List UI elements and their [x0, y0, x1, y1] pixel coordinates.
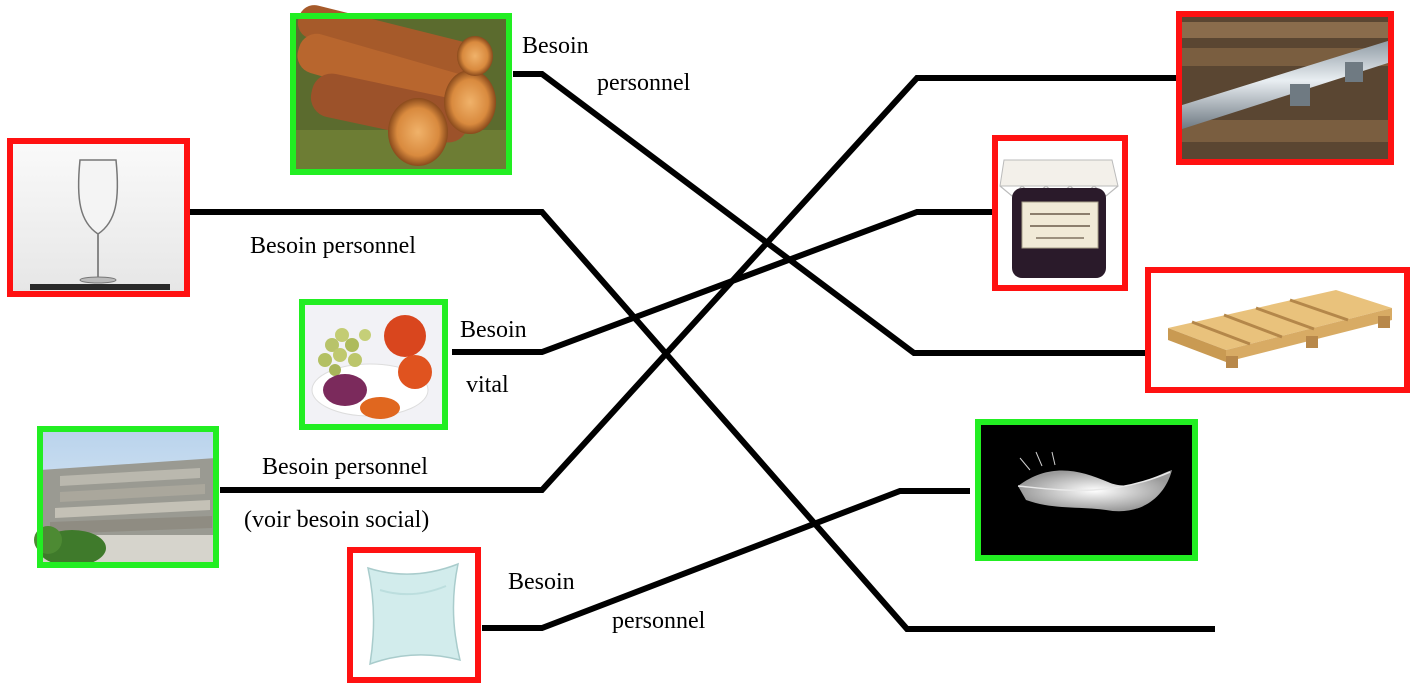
pallet-item — [1145, 267, 1410, 393]
feather-item — [975, 419, 1198, 561]
jam-jar-frame — [992, 135, 1128, 291]
fruits-label-line2: vital — [466, 372, 509, 398]
cushion-label-line1: Besoin — [508, 569, 575, 595]
feather-picture — [978, 422, 1195, 558]
line-glass-to-end — [190, 209, 1215, 632]
cushion-frame — [347, 547, 481, 683]
fruits-frame — [299, 299, 448, 430]
connection-lines — [190, 71, 1215, 632]
logs-picture — [293, 5, 509, 172]
quarry-label-line1: Besoin personnel — [262, 454, 428, 480]
quarry-picture — [34, 429, 216, 566]
quarry-frame — [37, 426, 219, 568]
jam-jar-picture — [995, 138, 1125, 288]
cushion-picture — [350, 550, 478, 680]
wine-glass-picture — [10, 141, 187, 294]
line-logs-to-pallet — [513, 71, 1145, 356]
line-cushion-to-feather — [482, 488, 970, 631]
pallet-picture — [1148, 270, 1407, 390]
pallet-frame — [1145, 267, 1410, 393]
logs-item — [290, 5, 512, 175]
quarry-item — [34, 426, 219, 568]
logs-frame — [290, 13, 512, 175]
wine-glass-item — [7, 138, 190, 297]
logs-label-line1: Besoin — [522, 33, 589, 59]
fruits-picture — [302, 302, 445, 427]
fruits-item — [299, 299, 448, 430]
line-fruits-to-jam — [452, 209, 992, 355]
cushion-item — [347, 547, 481, 683]
rail-frame — [1176, 11, 1394, 165]
cushion-label-line2: personnel — [612, 608, 706, 634]
wine-glass-frame — [7, 138, 190, 297]
quarry-label-line2: (voir besoin social) — [244, 507, 429, 533]
jam-jar-item — [992, 135, 1128, 291]
line-quarry-to-rail — [220, 75, 1176, 493]
rail-picture — [1179, 14, 1391, 162]
fruits-label-line1: Besoin — [460, 317, 527, 343]
feather-frame — [975, 419, 1198, 561]
logs-label-line2: personnel — [597, 70, 691, 96]
rail-item — [1176, 11, 1394, 165]
glass-label: Besoin personnel — [250, 233, 416, 259]
